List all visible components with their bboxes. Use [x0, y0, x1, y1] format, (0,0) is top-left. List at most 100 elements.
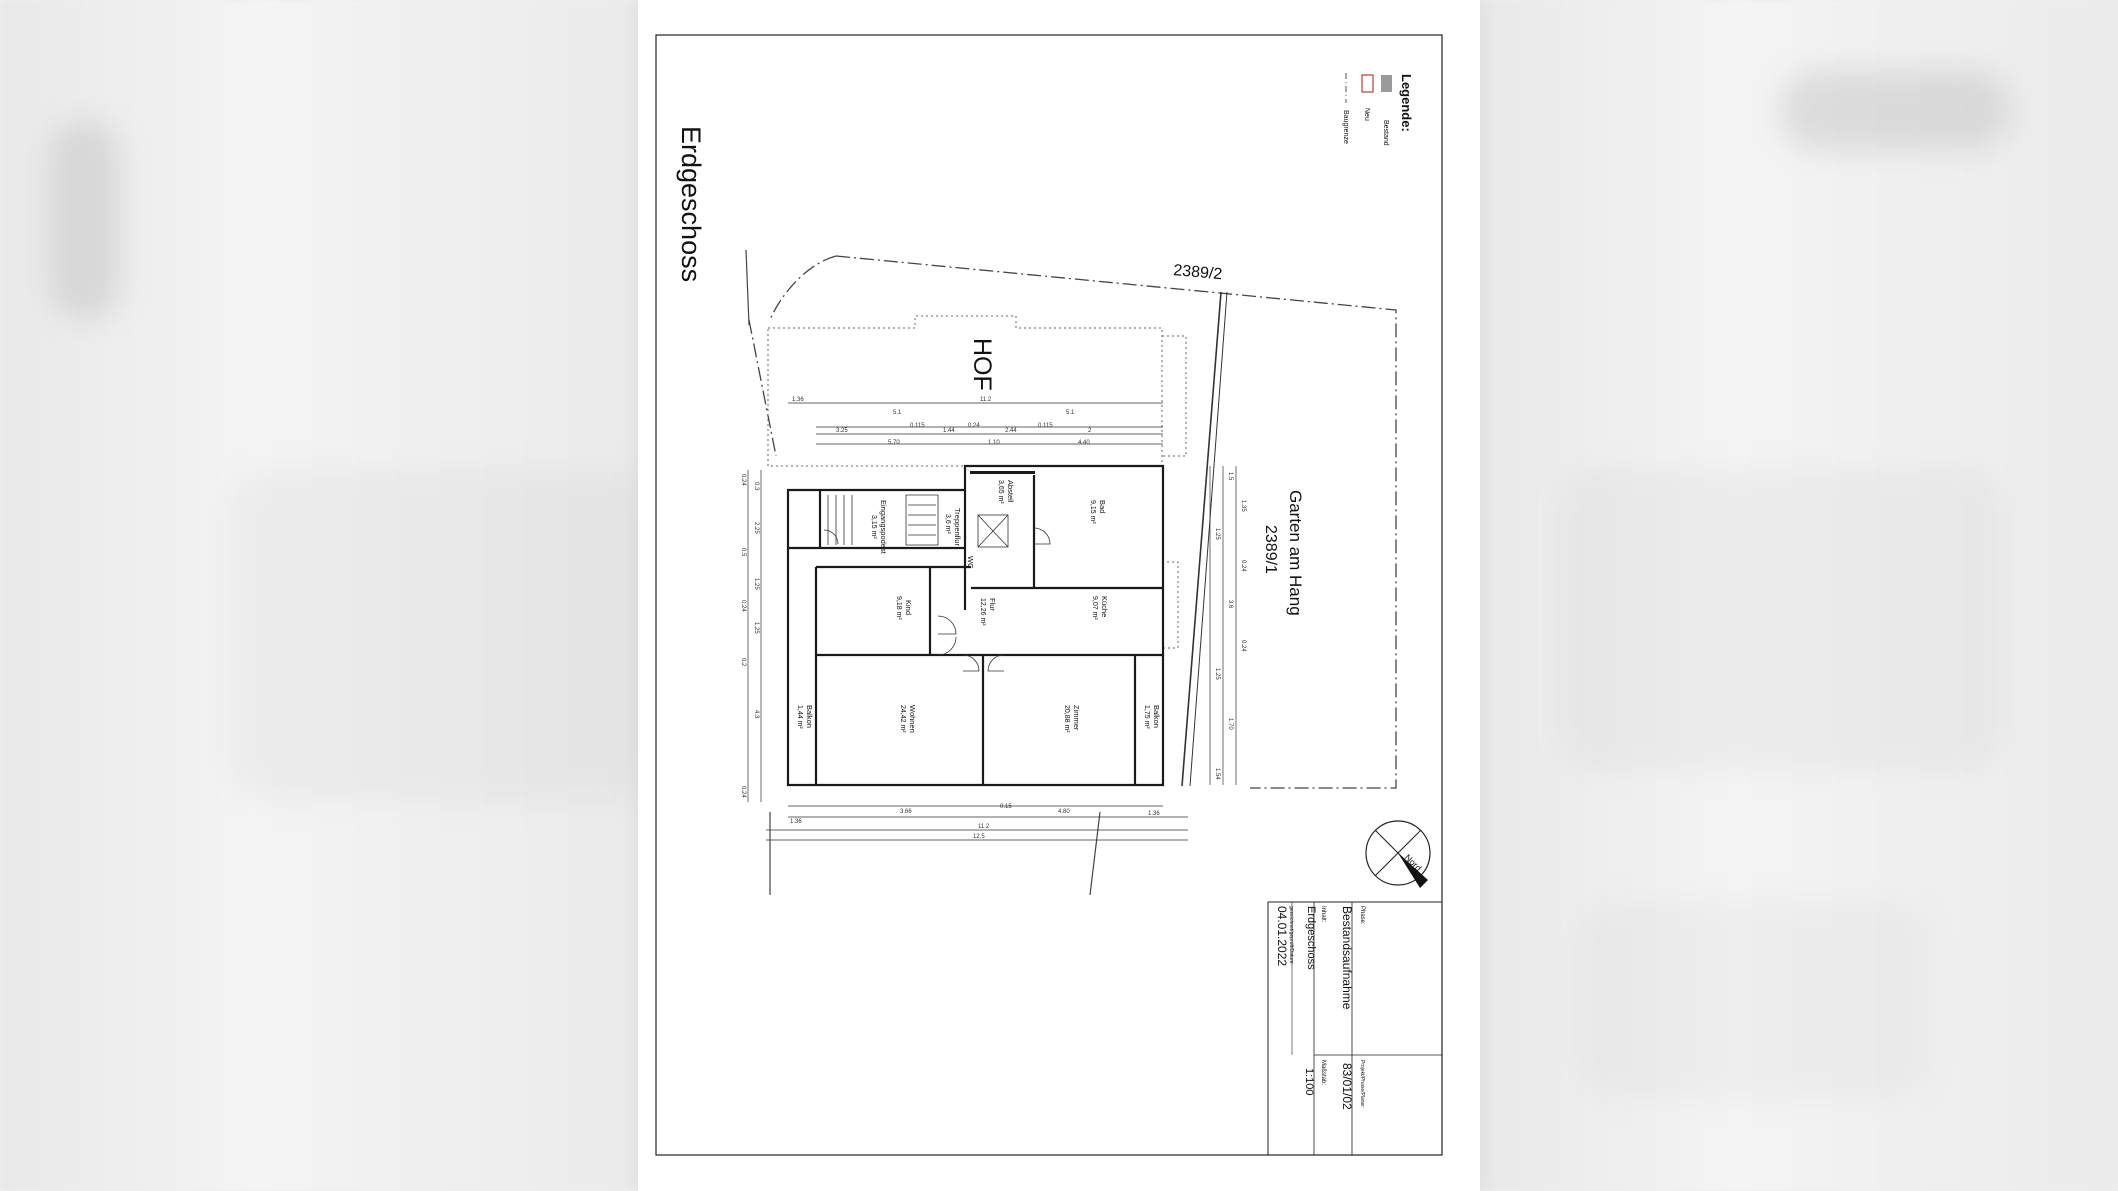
- dimension-label: 0.24: [740, 474, 746, 486]
- dimension-label: 0.24: [1240, 640, 1246, 652]
- dimension-label: 1.44: [943, 428, 955, 434]
- room-flur: Flur 12,26 m²: [979, 598, 997, 626]
- phase-value: Bestandsaufnahme: [1340, 906, 1354, 1010]
- courtyard-label: HOF: [968, 338, 996, 391]
- room-area: 24,42 m²: [899, 705, 906, 733]
- dim-top-row3: 3.25 0.115 1.44 0.24 2.44 0.115 2: [836, 423, 1092, 434]
- dimension-label: 0.15: [1000, 804, 1012, 810]
- dimension-label: 3.25: [836, 428, 848, 434]
- room-wc: WC: [966, 556, 975, 569]
- dimension-label: 0.115: [1038, 423, 1053, 429]
- dimension-label: 0.115: [910, 423, 925, 429]
- dimension-label: 3.66: [900, 809, 912, 815]
- dimension-chains-bottom: [766, 805, 1188, 841]
- dimension-label: 2.25: [753, 522, 759, 534]
- room-name: Flur: [988, 598, 997, 611]
- room-eingang: Eingangspodest 3,15 m²: [870, 500, 888, 555]
- property-boundary: [748, 255, 1397, 789]
- legend-label-bestand: Bestand: [1382, 120, 1389, 146]
- room-name: Abstell: [1006, 480, 1015, 503]
- date-value: 04.01.2022: [1275, 906, 1289, 966]
- room-name: Kind: [904, 600, 913, 615]
- scale-value: 1:100: [1303, 1068, 1315, 1096]
- room-name: Balkon: [805, 705, 814, 728]
- room-name: Zimmer: [1072, 705, 1081, 731]
- stair-symbol: [827, 494, 939, 546]
- boundary-left-curve: [769, 255, 837, 321]
- room-area: 9,07 m²: [1091, 596, 1098, 620]
- room-area: 20,88 m²: [1063, 705, 1070, 733]
- room-name: Küche: [1100, 596, 1109, 617]
- title-block: Phase: Bestandsaufnahme Projekt/Phase/Pl…: [1267, 901, 1443, 1156]
- background-blob: [50, 120, 120, 320]
- boundary-left-solid: [745, 249, 750, 326]
- legend-swatch-neu: [1361, 74, 1374, 93]
- dimension-label: 0.24: [740, 600, 746, 612]
- parcel-divider: [1181, 291, 1222, 787]
- dimension-chains-left: [747, 470, 762, 802]
- dimension-label: 1.36: [790, 819, 802, 825]
- dimension-label: 5.1: [1066, 410, 1075, 416]
- dim-top-row1: 1.36 11.2: [792, 397, 992, 403]
- room-bad: Bad 9,15 m²: [1089, 500, 1107, 524]
- door-swings: [823, 527, 1051, 672]
- room-kueche: Küche 9,07 m²: [1091, 596, 1109, 620]
- dimension-label: 4.80: [1058, 809, 1070, 815]
- dimension-label: 2.44: [1005, 428, 1017, 434]
- bottom-boundary-right: [1089, 811, 1101, 896]
- sheet-frame: [655, 34, 1443, 1156]
- background-right: [1480, 0, 2118, 1191]
- dimension-label: 11.2: [980, 397, 992, 403]
- room-name: WC: [966, 556, 975, 569]
- phase-label: Phase:: [1359, 906, 1365, 925]
- room-name: Bad: [1098, 500, 1107, 513]
- room-area: 9,15 m²: [1089, 500, 1096, 524]
- garden-label: Garten am Hang: [1286, 490, 1305, 616]
- room-name: Eingangspodest: [879, 500, 888, 555]
- scale-label: Maßstab:: [1320, 1060, 1326, 1085]
- room-area: 1,75 m²: [1143, 705, 1150, 729]
- parcel-top-label: 2389/2: [1173, 262, 1223, 283]
- dimension-label: 0.3: [753, 482, 759, 491]
- dimension-label: 0.24: [968, 423, 980, 429]
- background-blob: [1560, 470, 2000, 770]
- legend: Legende: Bestand Neu Baugrenze: [1342, 73, 1414, 146]
- dim-top-row4: 5.70 1.10 4.40: [888, 440, 1090, 446]
- room-balkon-left: Balkon 1,44 m²: [796, 705, 814, 729]
- legend-label-baugrenze: Baugrenze: [1342, 110, 1349, 144]
- floor-plan-sheet: Erdgeschoss Legende: Bestand Neu Baugren…: [638, 0, 1480, 1191]
- dim-bottom-row2: 1.36 11.2 1.36: [790, 811, 1160, 830]
- plan-title: Erdgeschoss: [676, 126, 706, 282]
- dimension-label: 1.35: [1240, 500, 1246, 512]
- room-kind: Kind 9,18 m²: [895, 596, 913, 620]
- dimension-label: 5.1: [893, 410, 902, 416]
- background-blob: [1780, 70, 2010, 150]
- dimension-label: 0.24: [1240, 560, 1246, 572]
- dimension-label: 5.70: [888, 440, 900, 446]
- legend-swatch-bestand: [1381, 75, 1392, 92]
- dim-bottom-row1: 3.66 0.15 4.80: [900, 804, 1070, 815]
- dim-bottom-row3: 12.5: [973, 834, 985, 840]
- dimension-label: 2: [1088, 428, 1092, 434]
- room-balkon-right: Balkon 1,75 m²: [1143, 705, 1161, 729]
- content-value: Erdgeschoss: [1305, 906, 1317, 970]
- dimension-label: 1.25: [753, 578, 759, 590]
- background-left: [0, 0, 638, 1191]
- legend-title: Legende:: [1399, 74, 1414, 132]
- dimension-label: 1.36: [792, 397, 804, 403]
- drawn-label: gezeichnet/geprüft/Datum:: [1288, 906, 1294, 965]
- room-name: Wohnen: [908, 705, 917, 733]
- dimension-label: 1.25: [1214, 668, 1220, 680]
- dimension-label: 1.5: [1227, 472, 1233, 481]
- dimension-label: 1.10: [988, 440, 1000, 446]
- dimension-label: 4.40: [1078, 440, 1090, 446]
- dimension-label: 12.5: [973, 834, 985, 840]
- project-value: 83/01/02: [1340, 1063, 1354, 1110]
- dimension-label: 0.2: [740, 658, 746, 667]
- project-label: Projekt/Phase/Planer:: [1359, 1060, 1365, 1108]
- parcel-divider-inner: [1189, 291, 1228, 787]
- north-arrow: Nord: [1365, 820, 1431, 888]
- dimension-label: 1.70: [1227, 718, 1233, 730]
- room-name: Balkon: [1152, 705, 1161, 728]
- room-area: 12,26 m²: [979, 598, 986, 626]
